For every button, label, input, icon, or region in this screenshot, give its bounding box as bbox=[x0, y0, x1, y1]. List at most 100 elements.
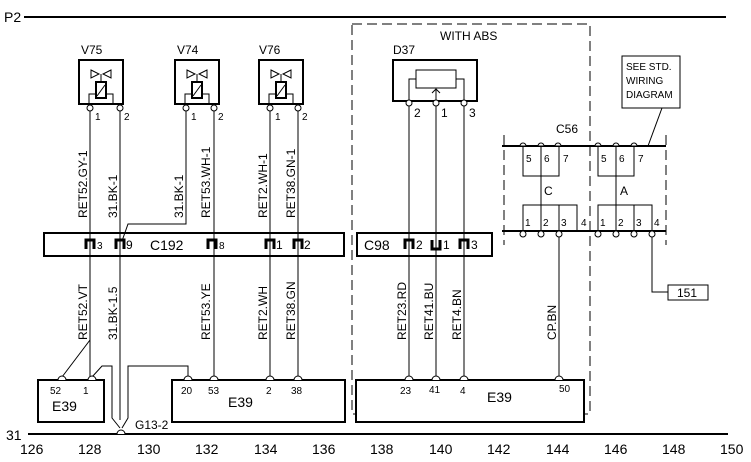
upper-wire-labels: RET52.GY-1 31.BK-1 31.BK-1 RET53.WH-1 RE… bbox=[76, 146, 298, 218]
wire-label-ret52-gy-1: RET52.GY-1 bbox=[76, 150, 90, 218]
e39-right-pin-23: 23 bbox=[400, 386, 412, 397]
c192-pin-2: 2 bbox=[304, 238, 311, 252]
c192-pin-8: 8 bbox=[219, 241, 225, 252]
c56-l-pin-7: 7 bbox=[563, 154, 569, 165]
tick-142: 142 bbox=[487, 441, 511, 457]
c98-pin-2: 2 bbox=[416, 238, 423, 252]
sensor-d37: D37 2 1 3 bbox=[392, 43, 478, 120]
c56-r-pin-4: 4 bbox=[654, 218, 660, 229]
v75-pin-2: 2 bbox=[124, 112, 130, 123]
v76-pin-1: 1 bbox=[275, 112, 281, 123]
wire-label-ret2-wh: RET2.WH bbox=[256, 286, 270, 340]
wire-label-ret2-wh-1: RET2.WH-1 bbox=[256, 153, 270, 218]
module-e39-right: 23 41 4 50 E39 bbox=[355, 375, 585, 423]
wire-label-31-bk-1-5: 31.BK-1.5 bbox=[106, 286, 120, 340]
e39-left-label: E39 bbox=[52, 398, 77, 414]
wire-label-ret38-gn-1: RET38.GN-1 bbox=[284, 148, 298, 218]
v76-pin-2: 2 bbox=[302, 112, 308, 123]
valve-v75-label: V75 bbox=[81, 43, 103, 57]
rail-p2-label: P2 bbox=[4, 9, 21, 25]
c98-pin-3: 3 bbox=[471, 238, 478, 252]
c56-bridge-a: A bbox=[620, 184, 628, 198]
tick-136: 136 bbox=[312, 441, 336, 457]
grid-ticks: 126 128 130 132 134 136 138 140 142 144 … bbox=[20, 441, 744, 457]
tick-126: 126 bbox=[20, 441, 44, 457]
wire-label-31-bk-1-a: 31.BK-1 bbox=[106, 174, 120, 218]
c192-pin-9: 9 bbox=[126, 238, 133, 252]
upper-wires bbox=[89, 106, 465, 420]
rail-31-label: 31 bbox=[6, 427, 22, 443]
note-line-2: WIRING bbox=[626, 76, 663, 87]
module-e39-left: 52 1 E39 bbox=[37, 375, 105, 423]
splice-g13-2: G13-2 bbox=[116, 418, 169, 435]
note-line-3: DIAGRAM bbox=[626, 90, 673, 101]
wire-label-ret38-gn: RET38.GN bbox=[284, 281, 298, 340]
e39-mid-pin-20: 20 bbox=[181, 386, 193, 397]
tick-130: 130 bbox=[137, 441, 161, 457]
valve-v74: V74 1 2 bbox=[174, 43, 224, 123]
e39-mid-label: E39 bbox=[228, 394, 253, 410]
tick-140: 140 bbox=[429, 441, 453, 457]
wire-label-ret4-bn: RET4.BN bbox=[450, 289, 464, 340]
c56-r-pin-2: 2 bbox=[618, 218, 624, 229]
c56-r-pin-3: 3 bbox=[636, 218, 642, 229]
c56-bridge-c: C bbox=[544, 184, 553, 198]
c56-l-pin-4: 4 bbox=[581, 218, 587, 229]
wire-label-ret53-ye: RET53.YE bbox=[199, 283, 213, 340]
e39-left-pin-1: 1 bbox=[83, 386, 89, 397]
wire-label-ret23-rd: RET23.RD bbox=[395, 282, 409, 340]
wire-e39-pin1-ground bbox=[91, 365, 121, 429]
c98-label: C98 bbox=[364, 237, 390, 253]
tick-146: 146 bbox=[604, 441, 628, 457]
d37-pin-2: 2 bbox=[414, 106, 421, 120]
tick-128: 128 bbox=[78, 441, 102, 457]
wire-label-cp-bn: CP.BN bbox=[545, 305, 559, 340]
tick-150: 150 bbox=[720, 441, 744, 457]
valve-v75: V75 1 2 bbox=[78, 43, 130, 123]
c56-l-pin-1: 1 bbox=[525, 218, 531, 229]
c192-label: C192 bbox=[150, 237, 184, 253]
c56-r-pin-6: 6 bbox=[619, 154, 625, 165]
lower-wire-labels: RET52.VT 31.BK-1.5 RET53.YE RET2.WH RET3… bbox=[76, 281, 559, 340]
tick-134: 134 bbox=[254, 441, 278, 457]
c56-r-pin-5: 5 bbox=[601, 154, 607, 165]
wire-label-ret52-vt: RET52.VT bbox=[76, 283, 90, 340]
c56-l-pin-2: 2 bbox=[543, 218, 549, 229]
c192-pin-1: 1 bbox=[276, 238, 283, 252]
e39-mid-pin-53: 53 bbox=[208, 386, 220, 397]
wire-label-ret53-wh-1: RET53.WH-1 bbox=[199, 146, 213, 218]
module-e39-middle: 20 53 2 38 E39 bbox=[171, 375, 346, 423]
tick-148: 148 bbox=[662, 441, 686, 457]
tick-138: 138 bbox=[370, 441, 394, 457]
note-line-1: SEE STD. bbox=[626, 62, 672, 73]
e39-right-pin-50: 50 bbox=[559, 384, 571, 395]
d37-pin-3: 3 bbox=[469, 106, 476, 120]
c56-r-pin-7: 7 bbox=[638, 154, 644, 165]
e39-right-pin-41: 41 bbox=[429, 385, 441, 396]
e39-left-pin-52: 52 bbox=[50, 386, 62, 397]
wire-ret52-vt bbox=[61, 256, 91, 378]
c192-pin-3: 3 bbox=[97, 241, 103, 252]
c56-l-pin-5: 5 bbox=[526, 154, 532, 165]
c98-pin-1: 1 bbox=[443, 238, 450, 252]
valve-v74-label: V74 bbox=[177, 43, 199, 57]
connector-c98: C98 2 1 3 bbox=[356, 232, 493, 257]
e39-right-label: E39 bbox=[487, 389, 512, 405]
wire-e39-pin20-ground bbox=[121, 365, 189, 429]
see-std-wiring-note: SEE STD. WIRING DIAGRAM bbox=[621, 55, 681, 147]
valve-v76-label: V76 bbox=[259, 43, 281, 57]
tick-132: 132 bbox=[195, 441, 219, 457]
c56-label: C56 bbox=[556, 122, 578, 136]
c56-l-pin-3: 3 bbox=[561, 218, 567, 229]
valve-v76: V76 1 2 bbox=[258, 43, 308, 123]
c56-r-pin-1: 1 bbox=[600, 218, 606, 229]
ref-box-151: 151 bbox=[667, 284, 709, 301]
d37-pin-1: 1 bbox=[441, 106, 448, 120]
wire-label-ret41-bu: RET41.BU bbox=[422, 283, 436, 340]
ref-151-label: 151 bbox=[677, 286, 697, 300]
wire-to-151 bbox=[651, 237, 668, 293]
tick-144: 144 bbox=[546, 441, 570, 457]
v74-pin-1: 1 bbox=[191, 112, 197, 123]
